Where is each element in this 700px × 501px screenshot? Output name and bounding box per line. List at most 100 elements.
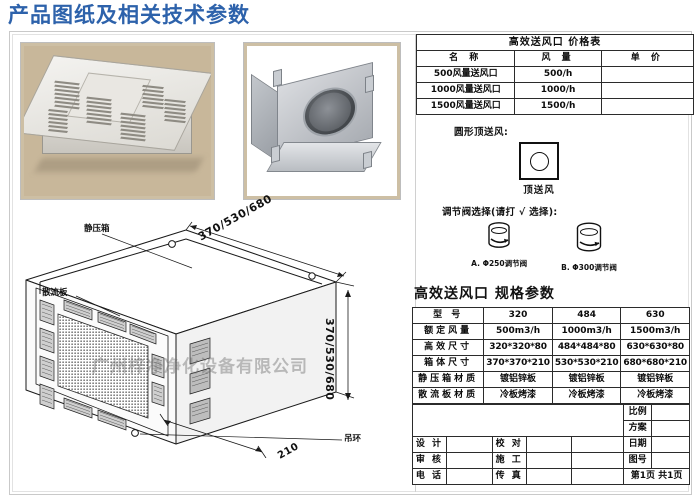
- price-table-title-row: 高效送风口 价格表: [416, 34, 694, 51]
- title-block-value-fax[interactable]: [525, 468, 573, 485]
- spec-box-630: 680*680*210: [620, 355, 690, 372]
- spec-airflow-630: 1500m3/h: [620, 323, 690, 340]
- valve-option-a[interactable]: A. Φ250调节阀: [471, 220, 527, 273]
- spec-airflow-320: 500m3/h: [483, 323, 553, 340]
- title-block-value-scale[interactable]: [651, 404, 690, 421]
- spec-filter-484: 484*484*80: [551, 339, 622, 356]
- title-block-value-approve[interactable]: [445, 452, 493, 469]
- product-photo-white-diffuser: [20, 42, 215, 200]
- price-name-1000: 1000风量送风口: [415, 82, 516, 99]
- spec-label-diffuser-material: 散流板材质: [411, 387, 485, 404]
- spec-airflow-484: 1000m3/h: [551, 323, 622, 340]
- right-info-column: 高效送风口 价格表 名 称 风 量 单 价 500风量送风口 500/h 100…: [411, 34, 695, 485]
- valve-options: A. Φ250调节阀 B. Φ300调节阀: [398, 220, 690, 273]
- photo-2-corner-tab-1: [273, 68, 282, 88]
- top-supply-square: [519, 142, 559, 180]
- price-value-1500[interactable]: [600, 98, 695, 115]
- title-block-label-design: 设 计: [412, 436, 447, 453]
- title-block-value-phone[interactable]: [445, 468, 493, 485]
- price-header-price: 单 价: [600, 50, 695, 67]
- valve-section-title: 调节阀选择(请打 √ 选择):: [442, 207, 558, 218]
- product-photo-galvanized-plenum: [243, 42, 401, 200]
- price-row-1000: 1000风量送风口 1000/h: [415, 82, 695, 99]
- photo-1-slot: [164, 118, 186, 124]
- price-table-title: 高效送风口 价格表: [416, 34, 694, 51]
- valve-icon-300: [576, 222, 602, 252]
- drawing-sheet-inner-border: [12, 34, 689, 492]
- photo-1-slot: [142, 104, 164, 110]
- title-block-value-check[interactable]: [525, 436, 573, 453]
- spec-box-320: 370*370*210: [483, 355, 553, 372]
- title-block-label-check: 校 对: [491, 436, 527, 453]
- photo-1-slot: [86, 120, 112, 126]
- price-row-1500: 1500风量送风口 1500/h: [415, 98, 695, 115]
- photo-2-corner-tab-4: [363, 150, 372, 170]
- spec-label-filter-size: 高效尺寸: [411, 339, 485, 356]
- price-name-1500: 1500风量送风口: [415, 98, 516, 115]
- drawing-svg: [25, 221, 355, 458]
- photo-1-slot: [48, 128, 68, 134]
- top-supply-diagram: 顶送风: [388, 142, 690, 196]
- title-block-value-drawing-no[interactable]: [651, 452, 690, 469]
- photo-1-content: [24, 46, 211, 196]
- photo-2-corner-tab-2: [365, 74, 374, 94]
- spec-model-630: 630: [620, 307, 690, 324]
- title-block-label-date: 日期: [623, 436, 653, 453]
- title-block-row-plan: 方案: [413, 420, 690, 437]
- dimension-right-height: 370/530/680: [323, 318, 336, 401]
- spec-row-filter-size: 高效尺寸 320*320*80 484*484*80 630*630*80: [411, 339, 690, 356]
- photo-2-corner-tab-3: [271, 144, 280, 164]
- spec-row-airflow: 额定风量 500m3/h 1000m3/h 1500m3/h: [411, 323, 690, 340]
- spec-label-plenum-material: 静压箱材质: [411, 371, 485, 388]
- drawing-title-block: 比例 方案 设 计 校 对 日期 审 核 施 工: [411, 404, 690, 485]
- title-block-spacer-2: [571, 452, 625, 469]
- spec-row-box-size: 箱体尺寸 370*370*210 530*530*210 680*680*210: [411, 355, 690, 372]
- top-supply-circle-icon: [529, 151, 549, 171]
- spec-filter-320: 320*320*80: [483, 339, 553, 356]
- valve-label-a: A. Φ250调节阀: [471, 259, 528, 268]
- title-block-value-design[interactable]: [445, 436, 493, 453]
- price-value-500[interactable]: [600, 66, 695, 83]
- spec-plenum-320: 镀铝锌板: [483, 371, 553, 388]
- valve-option-b[interactable]: B. Φ300调节阀: [561, 220, 617, 273]
- sheet-column-divider: [415, 34, 416, 492]
- spec-label-box-size: 箱体尺寸: [411, 355, 485, 372]
- price-row-500: 500风量送风口 500/h: [415, 66, 695, 83]
- spec-diffuser-320: 冷板烤漆: [483, 387, 553, 404]
- spec-table: 型 号 320 484 630 额定风量 500m3/h 1000m3/h 15…: [411, 307, 690, 404]
- photo-2-content: [247, 46, 397, 196]
- spec-header-model: 型 号: [411, 307, 485, 324]
- spec-plenum-484: 镀铝锌板: [551, 371, 622, 388]
- label-diffuser-plate: 散流板: [42, 288, 68, 298]
- title-block-value-date[interactable]: [651, 436, 690, 453]
- page-title: 产品图纸及相关技术参数: [8, 3, 250, 27]
- title-block-spacer-1: [571, 436, 625, 453]
- spec-header-row: 型 号 320 484 630: [411, 307, 690, 324]
- photo-1-slot: [54, 104, 80, 110]
- price-table: 高效送风口 价格表 名 称 风 量 单 价 500风量送风口 500/h 100…: [415, 34, 695, 115]
- spec-row-plenum-material: 静压箱材质 镀铝锌板 镀铝锌板 镀铝锌板: [411, 371, 690, 388]
- title-block-value-plan[interactable]: [651, 420, 690, 437]
- spec-diffuser-630: 冷板烤漆: [620, 387, 690, 404]
- technical-isometric-drawing: 静压箱 散流板 吊环: [14, 208, 402, 458]
- top-supply-section-title: 圆形顶送风:: [454, 127, 509, 138]
- title-block-row-phone: 电 话 传 真 第1页 共1页: [412, 468, 690, 485]
- spec-filter-630: 630*630*80: [620, 339, 690, 356]
- spec-row-diffuser-material: 散流板材质 冷板烤漆 冷板烤漆 冷板烤漆: [411, 387, 690, 404]
- spec-table-title: 高效送风口 规格参数: [414, 286, 555, 302]
- price-airflow-500: 500/h: [514, 66, 602, 83]
- price-value-1000[interactable]: [600, 82, 695, 99]
- spec-label-airflow: 额定风量: [411, 323, 485, 340]
- title-block-row-design: 设 计 校 对 日期: [412, 436, 690, 453]
- title-block-page-info: 第1页 共1页: [623, 468, 690, 485]
- price-header-airflow: 风 量: [514, 50, 602, 67]
- title-block-value-construction[interactable]: [525, 452, 573, 469]
- title-block-label-construction: 施 工: [491, 452, 527, 469]
- spec-plenum-630: 镀铝锌板: [620, 371, 690, 388]
- title-block-label-drawing-no: 图号: [623, 452, 653, 469]
- title-block-label-fax: 传 真: [491, 468, 527, 485]
- title-block-empty-area: [411, 404, 625, 437]
- title-block-label-plan: 方案: [623, 420, 653, 437]
- spec-diffuser-484: 冷板烤漆: [551, 387, 622, 404]
